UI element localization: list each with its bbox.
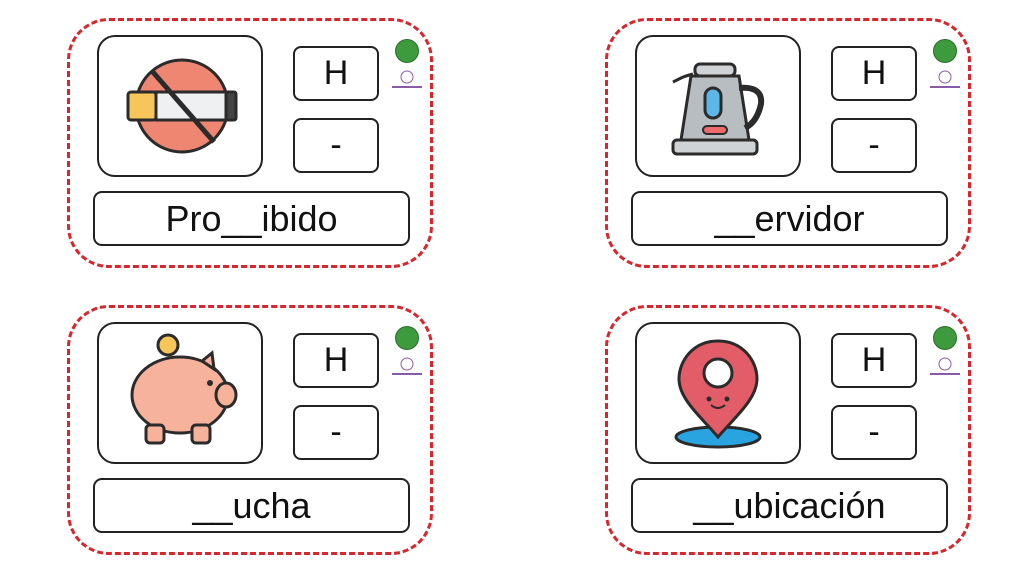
card-hucha: H - __ucha bbox=[67, 305, 433, 555]
card-hervidor: H - __ervidor bbox=[605, 18, 971, 268]
word-box[interactable]: __ucha bbox=[93, 478, 410, 533]
green-logo-icon bbox=[395, 326, 419, 350]
kettle-icon bbox=[671, 62, 765, 156]
word-box[interactable]: __ervidor bbox=[631, 191, 948, 246]
letter-box[interactable]: H bbox=[293, 333, 379, 388]
answer-box[interactable]: - bbox=[831, 118, 917, 173]
picture-frame[interactable] bbox=[97, 35, 263, 177]
brand-logo-icon bbox=[930, 70, 960, 88]
card-prohibido: H - Pro__ibido bbox=[67, 18, 433, 268]
picture-frame[interactable] bbox=[97, 322, 263, 464]
letter-box[interactable]: H bbox=[831, 333, 917, 388]
letter-box[interactable]: H bbox=[831, 46, 917, 101]
brand-logo-icon bbox=[930, 357, 960, 375]
picture-frame[interactable] bbox=[635, 322, 801, 464]
answer-box[interactable]: - bbox=[293, 405, 379, 460]
location-pin-icon bbox=[674, 339, 762, 449]
card-ubicacion: H - __ubicación bbox=[605, 305, 971, 555]
letter-box[interactable]: H bbox=[293, 46, 379, 101]
brand-logo-icon bbox=[392, 357, 422, 375]
green-logo-icon bbox=[933, 326, 957, 350]
green-logo-icon bbox=[933, 39, 957, 63]
piggy-bank-icon bbox=[130, 333, 238, 445]
answer-box[interactable]: - bbox=[831, 405, 917, 460]
green-logo-icon bbox=[395, 39, 419, 63]
brand-logo-icon bbox=[392, 70, 422, 88]
word-box[interactable]: Pro__ibido bbox=[93, 191, 410, 246]
word-box[interactable]: __ubicación bbox=[631, 478, 948, 533]
no-smoking-icon bbox=[126, 58, 238, 154]
answer-box[interactable]: - bbox=[293, 118, 379, 173]
picture-frame[interactable] bbox=[635, 35, 801, 177]
